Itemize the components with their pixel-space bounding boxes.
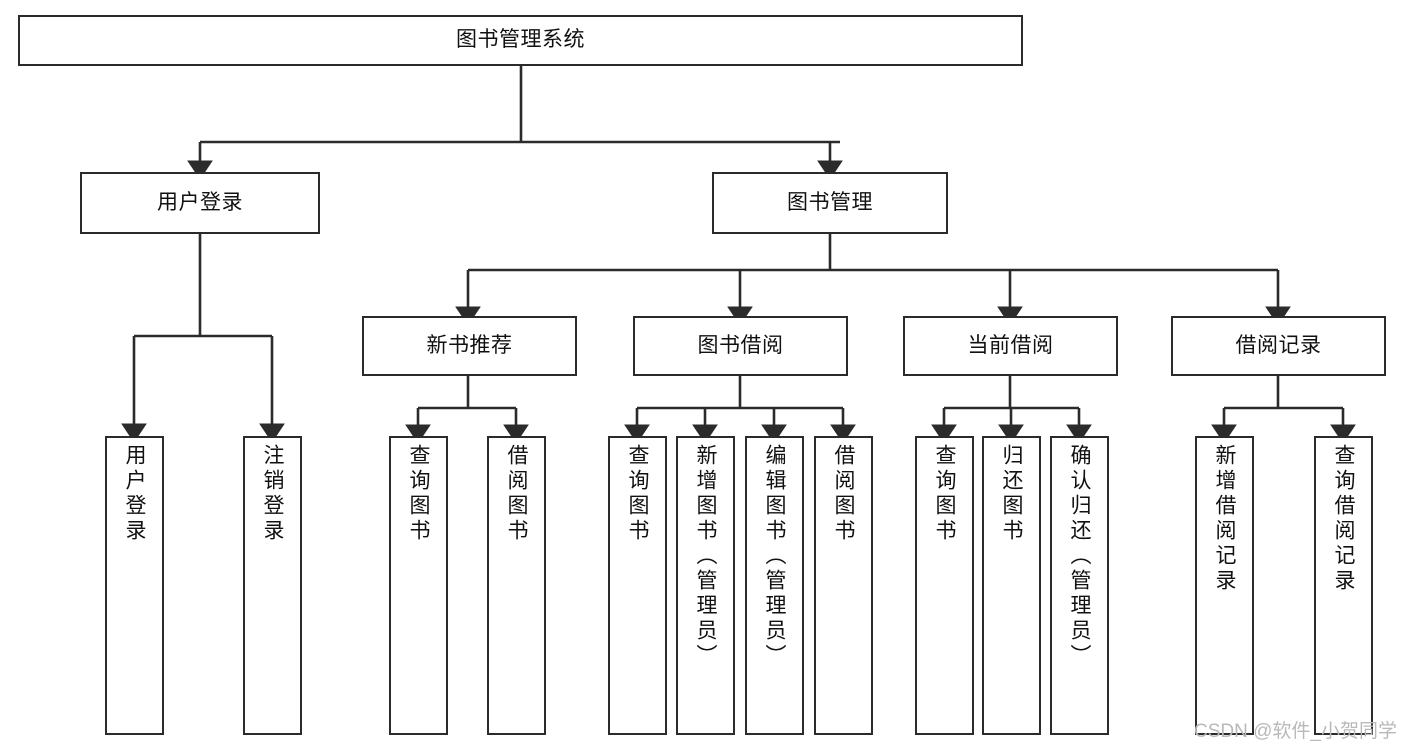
node-label: 用户登录 <box>123 444 146 544</box>
node-book-borrow[interactable]: 图书借阅 <box>633 316 848 376</box>
node-book-management[interactable]: 图书管理 <box>712 172 948 234</box>
csdn-watermark: CSDN @软件_小贺同学 <box>1194 721 1397 742</box>
node-label: 借阅图书 <box>832 444 855 544</box>
leaf-new-book-query[interactable]: 查询图书 <box>389 436 448 735</box>
node-root-system[interactable]: 图书管理系统 <box>18 15 1023 66</box>
node-label: 新增图书（管理员） <box>694 444 717 669</box>
leaf-borrow-add-book-admin[interactable]: 新增图书（管理员） <box>676 436 735 735</box>
node-label: 查询图书 <box>626 444 649 544</box>
node-label: 新增借阅记录 <box>1213 444 1236 594</box>
node-label: 当前借阅 <box>967 333 1054 357</box>
node-label: 新书推荐 <box>426 333 513 357</box>
leaf-user-login-login[interactable]: 用户登录 <box>105 436 164 735</box>
leaf-current-confirm-return-admin[interactable]: 确认归还（管理员） <box>1050 436 1109 735</box>
leaf-record-add-record[interactable]: 新增借阅记录 <box>1195 436 1254 735</box>
node-label: 归还图书 <box>1000 444 1023 544</box>
node-label: 查询借阅记录 <box>1332 444 1355 594</box>
node-label: 图书借阅 <box>697 333 784 357</box>
leaf-record-query-record[interactable]: 查询借阅记录 <box>1314 436 1373 735</box>
node-label: 图书管理 <box>787 190 873 214</box>
leaf-current-query-book[interactable]: 查询图书 <box>915 436 974 735</box>
node-label: 查询图书 <box>933 444 956 544</box>
node-label: 注销登录 <box>261 444 284 544</box>
node-label: 查询图书 <box>407 444 430 544</box>
leaf-borrow-borrow-book[interactable]: 借阅图书 <box>814 436 873 735</box>
node-label: 确认归还（管理员） <box>1068 444 1091 669</box>
leaf-borrow-query-book[interactable]: 查询图书 <box>608 436 667 735</box>
node-label: 图书管理系统 <box>456 28 585 52</box>
leaf-user-login-logout[interactable]: 注销登录 <box>243 436 302 735</box>
leaf-current-return-book[interactable]: 归还图书 <box>982 436 1041 735</box>
node-user-login[interactable]: 用户登录 <box>80 172 320 234</box>
node-borrow-record[interactable]: 借阅记录 <box>1171 316 1386 376</box>
node-label: 借阅图书 <box>505 444 528 544</box>
node-current-borrow[interactable]: 当前借阅 <box>903 316 1118 376</box>
leaf-borrow-edit-book-admin[interactable]: 编辑图书（管理员） <box>745 436 804 735</box>
node-label: 借阅记录 <box>1235 333 1322 357</box>
node-label: 编辑图书（管理员） <box>763 444 786 669</box>
node-label: 用户登录 <box>157 190 243 214</box>
node-new-book-recommend[interactable]: 新书推荐 <box>362 316 577 376</box>
leaf-new-book-borrow[interactable]: 借阅图书 <box>487 436 546 735</box>
